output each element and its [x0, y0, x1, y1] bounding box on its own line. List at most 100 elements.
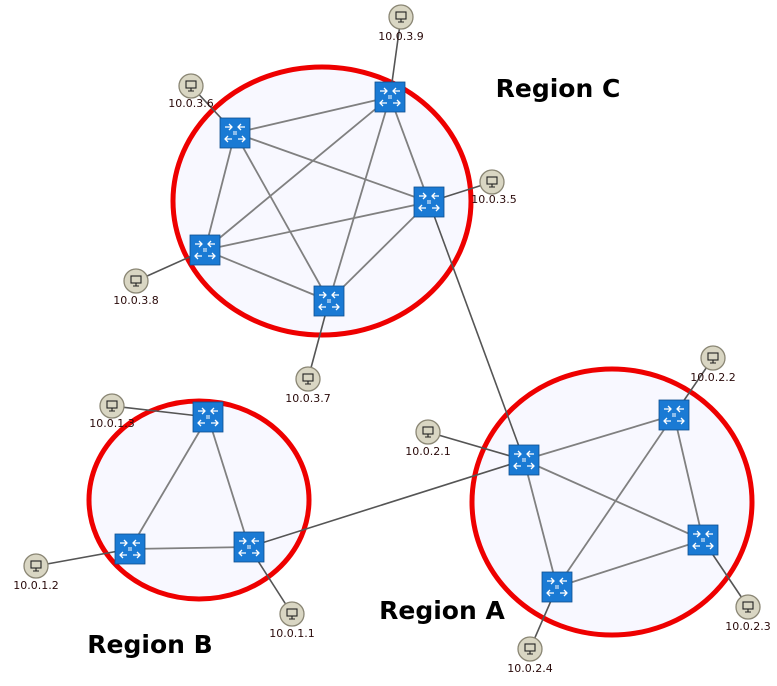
link-c3-c5 — [328, 201, 430, 302]
router-b3[interactable] — [233, 531, 265, 563]
link-c1-c3 — [389, 96, 430, 203]
router-a3[interactable] — [687, 524, 719, 556]
router-a4[interactable] — [541, 571, 573, 603]
router-a1[interactable] — [508, 444, 540, 476]
link-c2-c5 — [234, 132, 330, 302]
router-c2[interactable] — [219, 117, 251, 149]
router-icon — [114, 533, 146, 565]
router-c3[interactable] — [413, 186, 445, 218]
host-icon — [295, 366, 321, 392]
host-10-0-3-5[interactable] — [479, 169, 505, 195]
host-icon — [735, 594, 761, 620]
host-icon — [517, 636, 543, 662]
host-label: 10.0.2.4 — [507, 662, 552, 675]
host-label: 10.0.2.1 — [405, 445, 450, 458]
host-label: 10.0.1.3 — [89, 417, 134, 430]
host-icon — [388, 4, 414, 30]
router-arrows-icon — [318, 291, 340, 311]
host-10-0-2-2[interactable] — [700, 345, 726, 371]
router-arrows-icon — [119, 539, 141, 559]
monitor-stand-icon — [527, 651, 533, 655]
region-b-label: Region B — [87, 630, 212, 659]
host-label: 10.0.3.9 — [378, 30, 423, 43]
link-b2-b3 — [129, 546, 250, 550]
router-a2[interactable] — [658, 399, 690, 431]
monitor-stand-icon — [710, 360, 716, 364]
region-a-boundary — [469, 366, 755, 638]
host-label: 10.0.3.8 — [113, 294, 158, 307]
host-10-0-1-1[interactable] — [279, 601, 305, 627]
router-arrows-icon — [692, 530, 714, 550]
link-c1-c2 — [234, 96, 391, 134]
host-icon — [123, 268, 149, 294]
host-uplink — [427, 431, 525, 461]
router-arrows-icon — [379, 87, 401, 107]
host-10-0-3-6[interactable] — [178, 73, 204, 99]
host-10-0-1-2[interactable] — [23, 553, 49, 579]
inter-region-link-b3-a1 — [248, 459, 525, 548]
monitor-stand-icon — [745, 609, 751, 613]
monitor-stand-icon — [425, 434, 431, 438]
monitor-stand-icon — [398, 19, 404, 23]
router-icon — [658, 399, 690, 431]
host-10-0-1-3[interactable] — [99, 393, 125, 419]
link-b1-b3 — [207, 416, 250, 548]
monitor-stand-icon — [133, 283, 139, 287]
router-b2[interactable] — [114, 533, 146, 565]
host-icon — [23, 553, 49, 579]
region-c-label: Region C — [496, 74, 621, 103]
host-label: 10.0.1.1 — [269, 627, 314, 640]
host-icon — [178, 73, 204, 99]
region-a-label: Region A — [379, 596, 505, 625]
router-icon — [687, 524, 719, 556]
nodes-layer — [23, 4, 761, 662]
monitor-stand-icon — [289, 616, 295, 620]
host-icon — [279, 601, 305, 627]
host-10-0-2-4[interactable] — [517, 636, 543, 662]
router-icon — [374, 81, 406, 113]
host-10-0-2-3[interactable] — [735, 594, 761, 620]
router-arrows-icon — [194, 240, 216, 260]
host-10-0-2-1[interactable] — [415, 419, 441, 445]
router-c5[interactable] — [313, 285, 345, 317]
link-a2-a4 — [556, 414, 675, 588]
router-icon — [508, 444, 540, 476]
host-10-0-3-9[interactable] — [388, 4, 414, 30]
link-a1-a2 — [523, 414, 675, 461]
router-arrows-icon — [418, 192, 440, 212]
link-a3-a4 — [556, 539, 704, 588]
host-10-0-3-7[interactable] — [295, 366, 321, 392]
inter-region-link-c3-a1 — [428, 201, 525, 461]
host-uplink — [35, 548, 131, 567]
host-label: 10.0.1.2 — [13, 579, 58, 592]
link-a1-a4 — [523, 459, 558, 588]
router-c4[interactable] — [189, 234, 221, 266]
router-icon — [219, 117, 251, 149]
host-label: 10.0.3.7 — [285, 392, 330, 405]
monitor-stand-icon — [305, 381, 311, 385]
regions-layer — [86, 64, 755, 638]
link-c4-c5 — [204, 249, 330, 302]
router-icon — [313, 285, 345, 317]
link-b1-b2 — [129, 416, 209, 550]
monitor-stand-icon — [188, 88, 194, 92]
host-label: 10.0.2.3 — [725, 620, 770, 633]
host-uplink — [111, 405, 209, 418]
router-icon — [189, 234, 221, 266]
router-arrows-icon — [224, 123, 246, 143]
host-10-0-3-8[interactable] — [123, 268, 149, 294]
link-a2-a3 — [673, 414, 704, 541]
link-c2-c4 — [204, 132, 236, 251]
host-icon — [99, 393, 125, 419]
router-c1[interactable] — [374, 81, 406, 113]
monitor-stand-icon — [109, 408, 115, 412]
router-b1[interactable] — [192, 401, 224, 433]
router-icon — [192, 401, 224, 433]
router-icon — [413, 186, 445, 218]
router-arrows-icon — [197, 407, 219, 427]
host-label: 10.0.3.5 — [471, 193, 516, 206]
link-c2-c3 — [234, 132, 430, 203]
host-icon — [700, 345, 726, 371]
link-c1-c4 — [204, 96, 391, 251]
